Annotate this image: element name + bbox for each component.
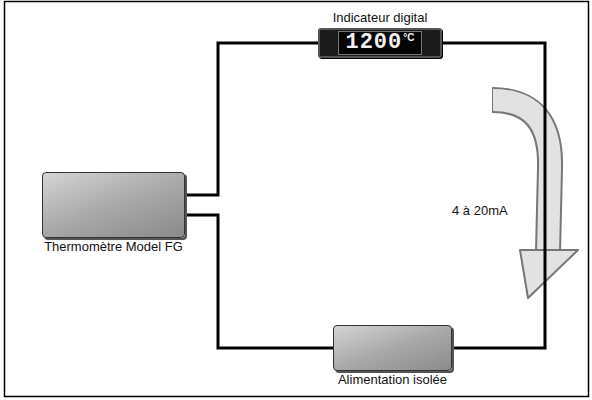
frame	[5, 2, 589, 397]
device-label: Thermomètre Model FG	[37, 239, 190, 254]
device-label: Alimentation isolée	[328, 372, 457, 387]
device-box: Alimentation isolée	[333, 325, 452, 371]
reading-value: 1200	[345, 32, 402, 54]
indicator-screen: 1200°C	[338, 31, 421, 55]
wire	[185, 215, 333, 348]
wire	[185, 43, 318, 195]
indicator-title: Indicateur digital	[333, 10, 428, 25]
reading-unit: °C	[403, 32, 414, 44]
digital-indicator: Indicateur digital1200°C	[318, 28, 442, 58]
signal-label: 4 à 20mA	[452, 203, 508, 218]
current-arrow	[492, 100, 578, 298]
wire	[442, 43, 545, 348]
device-box: Thermomètre Model FG	[42, 172, 185, 238]
